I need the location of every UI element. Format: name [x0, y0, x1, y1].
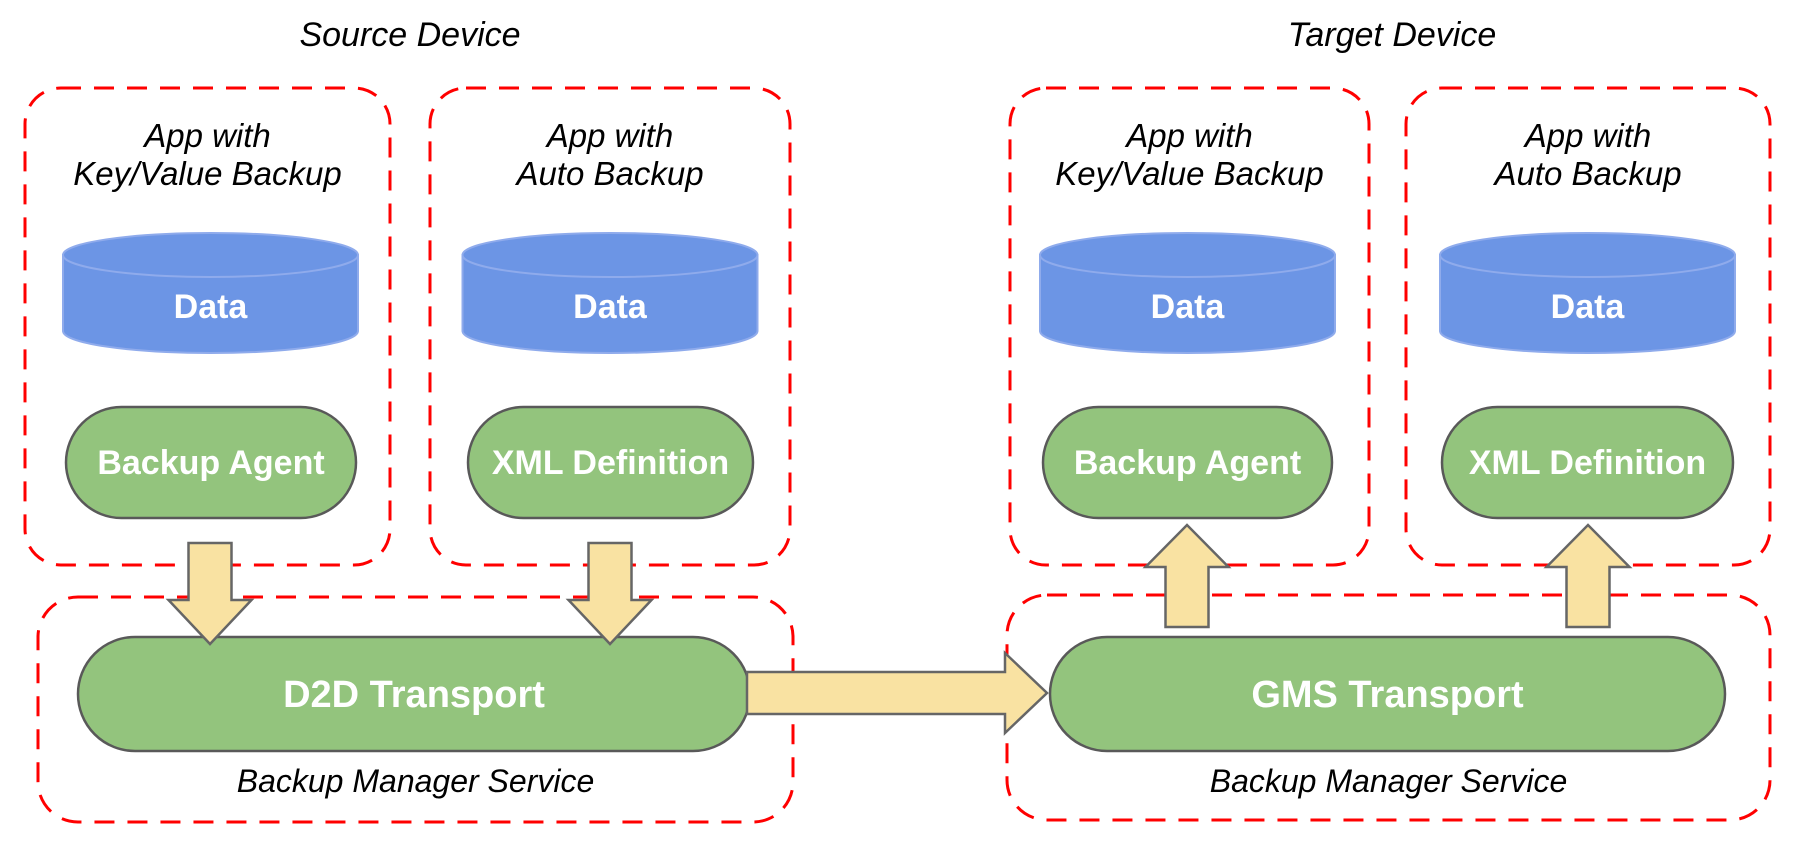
target-auto-data-cylinder-body	[1439, 254, 1736, 354]
target-auto-data-cylinder-top	[1439, 232, 1736, 278]
target-backup-manager-label: Backup Manager Service	[1210, 763, 1568, 799]
source-device-section: Source Device App with Key/Value Backup …	[23, 16, 795, 824]
target-keyvalue-up-arrow	[1142, 523, 1232, 629]
target-xml-definition-label: XML Definition	[1469, 444, 1706, 482]
target-auto-app-label-line1: App with	[1523, 117, 1652, 154]
source-keyvalue-data-cylinder-top	[62, 232, 359, 278]
source-auto-down-arrow	[565, 541, 655, 646]
gms-transport-label: GMS Transport	[1251, 674, 1524, 716]
flow-arrows	[165, 523, 1633, 736]
target-backup-agent-pill	[1041, 405, 1334, 520]
source-auto-data-cylinder-top	[461, 232, 759, 278]
target-keyvalue-data-cylinder-body	[1039, 254, 1336, 354]
d2d-to-gms-transport-arrow	[745, 650, 1049, 736]
source-xml-definition-label: XML Definition	[492, 444, 729, 482]
target-device-section: Target Device App with Key/Value Backup …	[1005, 16, 1772, 822]
target-keyvalue-app-label-line2: Key/Value Backup	[1055, 155, 1323, 192]
target-xml-definition-pill	[1440, 405, 1735, 520]
source-backup-agent-label: Backup Agent	[97, 444, 324, 482]
target-device-title: Target Device	[1288, 16, 1497, 54]
target-auto-data-label: Data	[1551, 288, 1626, 326]
target-backup-manager-box	[1005, 593, 1772, 822]
target-keyvalue-app-box	[1008, 86, 1371, 567]
source-auto-app-label-line1: App with	[545, 117, 674, 154]
target-keyvalue-app-label-line1: App with	[1124, 117, 1253, 154]
source-auto-app-box	[428, 86, 792, 567]
d2d-transport-label: D2D Transport	[283, 674, 545, 716]
target-keyvalue-data-label: Data	[1151, 288, 1226, 326]
target-auto-app-box	[1404, 86, 1772, 567]
source-keyvalue-app-label-line1: App with	[142, 117, 271, 154]
source-keyvalue-data-label: Data	[174, 288, 249, 326]
source-auto-data-cylinder-body	[461, 254, 759, 354]
source-keyvalue-data-cylinder-body	[62, 254, 359, 354]
source-xml-definition-pill	[466, 405, 755, 520]
source-backup-agent-pill	[64, 405, 358, 520]
target-auto-app-label-line2: Auto Backup	[1492, 155, 1681, 192]
target-backup-agent-label: Backup Agent	[1074, 444, 1301, 482]
source-keyvalue-down-arrow	[165, 541, 255, 646]
source-auto-data-label: Data	[573, 288, 648, 326]
gms-transport-pill	[1048, 635, 1727, 753]
source-device-title: Source Device	[299, 16, 520, 54]
source-auto-app-label-line2: Auto Backup	[514, 155, 703, 192]
source-keyvalue-app-label-line2: Key/Value Backup	[73, 155, 341, 192]
source-backup-manager-label: Backup Manager Service	[237, 763, 595, 799]
target-keyvalue-data-cylinder-top	[1039, 232, 1336, 278]
target-auto-up-arrow	[1543, 523, 1633, 629]
